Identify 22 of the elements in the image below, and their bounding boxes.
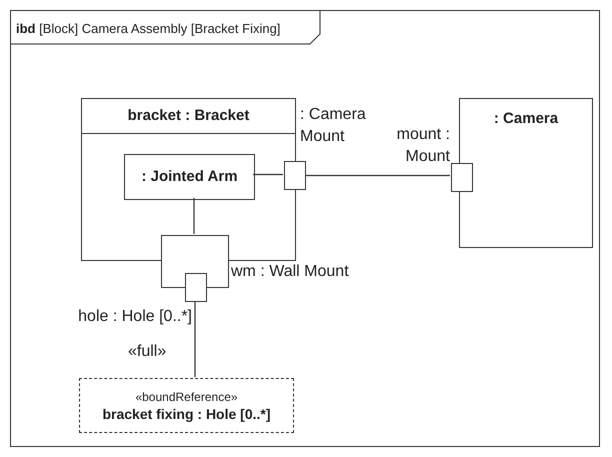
stereotype-text: «boundReference» xyxy=(135,388,238,404)
port-label: : Camera Mount xyxy=(300,105,367,147)
connector-line xyxy=(253,174,283,176)
reference-box xyxy=(79,378,294,433)
block-name: bracket : Bracket xyxy=(128,106,250,126)
part-block xyxy=(459,98,593,248)
part-box xyxy=(161,235,229,288)
port-label: wm : Wall Mount xyxy=(231,262,350,282)
part-name: bracket fixing : Hole [0..*] xyxy=(102,404,271,422)
part-name: : Jointed Arm xyxy=(141,166,238,187)
port-square xyxy=(284,161,306,190)
frame-title: ibd [Block] Camera Assembly [Bracket Fixing] xyxy=(16,20,280,38)
connector-line xyxy=(193,198,195,234)
connector-line xyxy=(194,301,196,377)
block-name: : Camera xyxy=(494,110,558,127)
port-square xyxy=(451,163,473,192)
connector-line xyxy=(305,174,450,176)
port-label: hole : Hole [0..*] xyxy=(77,307,192,327)
port-label: mount : Mount xyxy=(396,125,450,167)
part-box xyxy=(124,154,255,200)
port-square xyxy=(185,273,207,302)
diagram-frame xyxy=(10,10,600,447)
